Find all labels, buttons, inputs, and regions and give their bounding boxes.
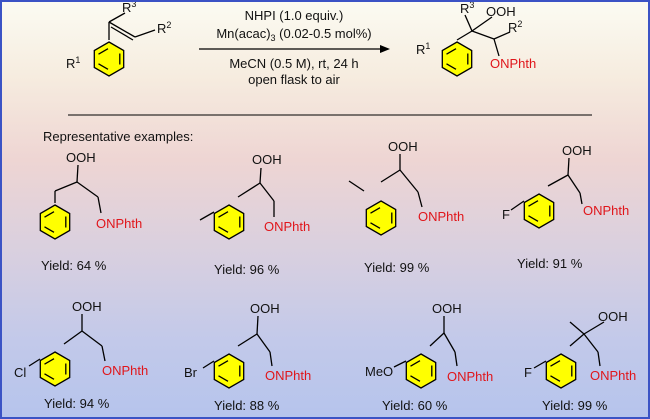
product-onphth-label: ONPhth (490, 56, 536, 71)
example-1-yield: Yield: 64 % (41, 258, 107, 273)
example-7-yield: Yield: 60 % (382, 398, 448, 413)
example-3-ooh: OOH (388, 139, 418, 154)
example-5-yield: Yield: 94 % (44, 396, 110, 411)
example-5-onphth: ONPhth (102, 363, 148, 378)
example-6-ooh: OOH (250, 301, 280, 316)
example-1-ooh: OOH (66, 150, 96, 165)
example-2-ooh: OOH (252, 152, 282, 167)
example-6-onphth: ONPhth (265, 368, 311, 383)
example-7-substituent: MeO (365, 364, 393, 379)
example-3-yield: Yield: 99 % (364, 260, 430, 275)
example-3-onphth: ONPhth (418, 209, 464, 224)
conditions-line-1: NHPI (1.0 equiv.) (245, 8, 344, 23)
example-6-yield: Yield: 88 % (214, 398, 280, 413)
example-molecule-2: OOH ONPhth (199, 152, 310, 240)
example-5-ooh: OOH (72, 299, 102, 314)
example-2-onphth: ONPhth (264, 219, 310, 234)
example-molecule-6: Br OOH ONPhth (184, 301, 311, 389)
example-4-yield: Yield: 91 % (517, 256, 583, 271)
example-4-ooh: OOH (562, 143, 592, 158)
conditions-line-2: Mn(acac)3 (0.02-0.5 mol%) (216, 26, 371, 43)
substrate-r1-label: R1 (66, 55, 80, 71)
example-1-onphth: ONPhth (96, 216, 142, 231)
product-molecule: R3 OOH R2 ONPhth R1 (416, 2, 536, 77)
substrate-molecule: R3 R2 R1 (66, 2, 171, 77)
example-6-substituent: Br (184, 365, 198, 380)
example-molecule-3: OOH ONPhth (348, 139, 464, 236)
example-7-ooh: OOH (432, 301, 462, 316)
example-8-yield: Yield: 99 % (542, 398, 608, 413)
example-molecule-1: OOH ONPhth (39, 150, 142, 240)
example-molecule-4: F OOH ONPhth (502, 143, 629, 229)
example-8-substituent: F (524, 365, 532, 380)
example-molecule-5: Cl OOH ONPhth (14, 299, 148, 387)
example-2-yield: Yield: 96 % (214, 262, 280, 277)
substrate-r3-label: R3 (122, 2, 136, 15)
example-molecule-8: F OOH ONPhth (524, 309, 636, 389)
product-r2-label: R2 (508, 19, 522, 35)
example-molecule-7: MeO OOH ONPhth (365, 301, 493, 389)
substrate-r2-label: R2 (157, 20, 171, 36)
example-4-substituent: F (502, 207, 510, 222)
product-r3-label: R3 (460, 2, 474, 16)
conditions-line-4: open flask to air (248, 72, 340, 87)
section-heading: Representative examples: (43, 129, 193, 144)
example-5-substituent: Cl (14, 365, 26, 380)
example-8-ooh: OOH (598, 309, 628, 324)
product-r1-label: R1 (416, 41, 430, 57)
product-ooh-label: OOH (486, 4, 516, 19)
reaction-arrow (199, 45, 390, 53)
example-8-onphth: ONPhth (590, 368, 636, 383)
example-7-onphth: ONPhth (447, 369, 493, 384)
conditions-line-3: MeCN (0.5 M), rt, 24 h (229, 56, 358, 71)
example-4-onphth: ONPhth (583, 203, 629, 218)
